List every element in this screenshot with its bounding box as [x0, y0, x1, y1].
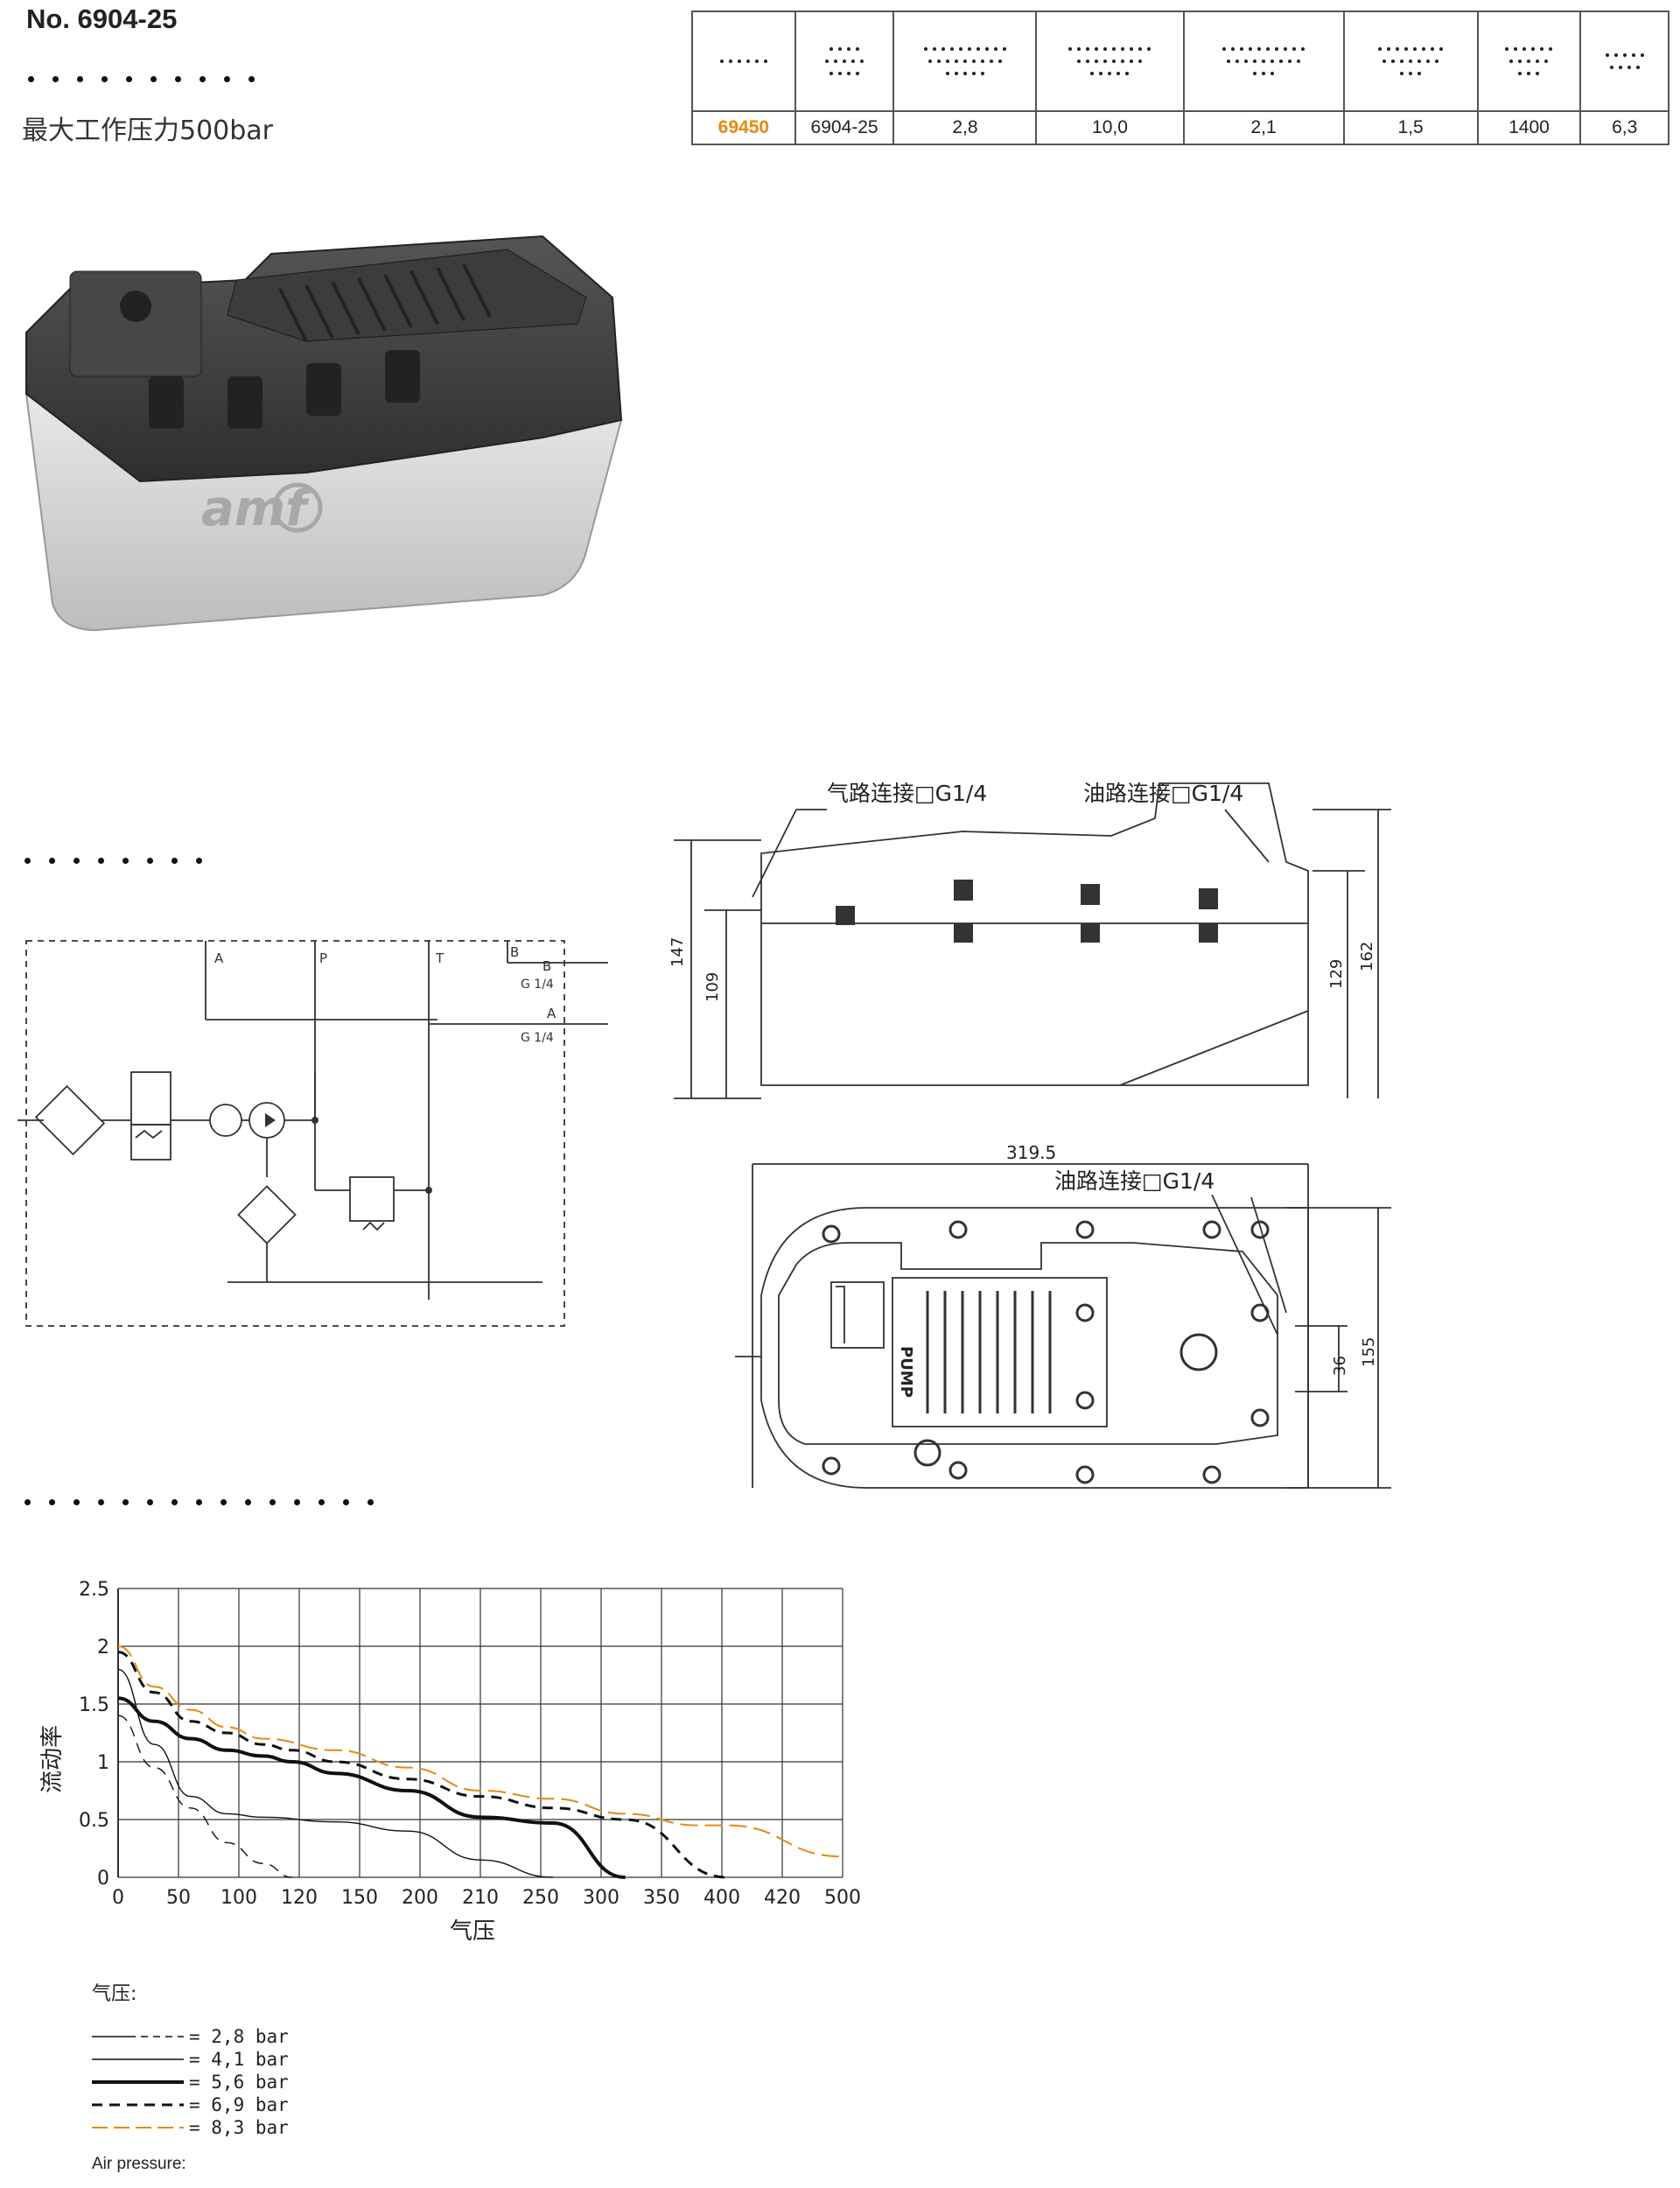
dot-separator — [24, 858, 202, 864]
legend-item: = 8,3 bar — [92, 2116, 289, 2139]
legend-swatch — [92, 2080, 184, 2084]
value-cell: 1400 — [1476, 110, 1582, 145]
x-tick-label: 250 — [522, 1887, 559, 1909]
port-label-a2: A — [547, 1006, 556, 1021]
series-line-4-1-bar — [117, 1668, 553, 1878]
oil-connection-label: 油路连接□G1/4 — [1083, 781, 1243, 806]
header-cell — [794, 11, 895, 112]
y-tick-label: 2 — [97, 1637, 109, 1659]
header-cell — [1342, 11, 1479, 112]
pump-product-image: amf — [24, 235, 623, 632]
article-number-cell: 69450 — [691, 110, 796, 145]
page-subtitle: 最大工作压力500bar — [22, 116, 274, 146]
legend-heading: 气压: — [92, 1983, 137, 2005]
pump-label: PUMP — [897, 1346, 915, 1398]
y-axis-label: 流动率 — [39, 1725, 66, 1793]
port-label-a: A — [214, 950, 224, 966]
dot-separator — [28, 76, 255, 82]
x-tick-label: 210 — [462, 1887, 499, 1909]
value-cell: 6,3 — [1579, 110, 1670, 145]
legend-item: = 4,1 bar — [92, 2048, 289, 2071]
dim-129: 129 — [1327, 959, 1346, 989]
legend-label: = 2,8 bar — [189, 2026, 289, 2047]
port-label-t: T — [435, 950, 444, 966]
dim-109: 109 — [704, 972, 722, 1002]
x-tick-label: 100 — [220, 1887, 257, 1909]
y-tick-label: 2.5 — [79, 1579, 109, 1601]
value-cell: 10,0 — [1035, 110, 1185, 145]
flow-rate-chart: 0 50 100 120 150 200 210 250 300 350 400 420 500 0 0.5… — [39, 1579, 861, 1945]
dot-separator — [24, 1499, 374, 1505]
air-connection-label: 气路连接□G1/4 — [827, 781, 987, 806]
x-tick-label: 500 — [824, 1887, 861, 1909]
chart-ticks: 0 50 100 120 150 200 210 250 300 350 400 420 500 0 0.5… — [79, 1579, 861, 1909]
x-tick-label: 200 — [402, 1887, 438, 1909]
x-tick-label: 420 — [764, 1887, 801, 1909]
spec-table-value-row: 69450 6904-25 2,8 10,0 2,1 1,5 1400 6,3 — [691, 110, 1670, 145]
side-view-drawing: 气路连接□G1/4 油路连接□G1/4 147 109 129 162 — [668, 781, 1391, 1099]
port-label-b: B — [510, 944, 519, 960]
port-label-g1: G 1/4 — [521, 978, 554, 992]
x-axis-label: 气压 — [450, 1918, 495, 1945]
series-line-5-6-bar — [117, 1696, 626, 1879]
legend-label: = 8,3 bar — [189, 2117, 289, 2138]
x-tick-label: 150 — [341, 1887, 378, 1909]
page-title: No. 6904-25 — [26, 4, 178, 34]
legend-swatch — [92, 2036, 184, 2037]
value-cell: 1,5 — [1342, 110, 1479, 145]
amf-logo: amf — [201, 480, 312, 537]
y-tick-label: 0.5 — [79, 1810, 109, 1832]
spec-table-header-row — [691, 11, 1670, 112]
series-line-6-9-bar — [117, 1651, 727, 1879]
width-dim-label: 319.5 — [1006, 1142, 1056, 1163]
x-tick-label: 300 — [583, 1887, 620, 1909]
header-cell — [1476, 11, 1582, 112]
legend-swatch — [92, 2127, 184, 2128]
dim-155: 155 — [1360, 1337, 1378, 1367]
x-tick-label: 0 — [112, 1887, 124, 1909]
legend-footer: Air pressure: — [92, 2155, 186, 2173]
top-view-drawing: 319.5 油路连接□G1/4 36 155 PUMP — [735, 1142, 1391, 1489]
header-cell — [1035, 11, 1185, 112]
legend-swatch — [92, 2058, 184, 2060]
header-cell — [1182, 11, 1345, 112]
top-oil-connection-label: 油路连接□G1/4 — [1054, 1168, 1214, 1194]
legend-item: = 2,8 bar — [92, 2025, 289, 2048]
value-cell: 2,1 — [1182, 110, 1345, 145]
legend-item: = 5,6 bar — [92, 2071, 289, 2093]
port-label-b2: B — [542, 958, 551, 974]
header-cell — [892, 11, 1038, 112]
x-tick-label: 50 — [166, 1887, 191, 1909]
dim-36: 36 — [1331, 1356, 1349, 1376]
y-tick-label: 1.5 — [79, 1694, 109, 1716]
legend-swatch — [92, 2103, 184, 2107]
x-tick-label: 400 — [704, 1887, 740, 1909]
port-label-g2: G 1/4 — [521, 1031, 554, 1045]
legend-label: = 4,1 bar — [189, 2049, 289, 2070]
chart-series — [117, 1645, 844, 1879]
series-line-8-3-bar — [117, 1645, 844, 1858]
chart-legend: 气压: = 2,8 bar = 4,1 bar = 5,6 bar = 6,9 … — [92, 1978, 289, 2174]
hydraulic-schematic: A P T B B G 1/4 A G 1/4 — [18, 940, 608, 1327]
dim-162: 162 — [1358, 942, 1376, 971]
legend-item: = 6,9 bar — [92, 2093, 289, 2116]
legend-label: = 5,6 bar — [189, 2072, 289, 2093]
x-tick-label: 350 — [643, 1887, 680, 1909]
y-tick-label: 1 — [97, 1752, 109, 1774]
header-cell — [1579, 11, 1670, 112]
legend-label: = 6,9 bar — [189, 2094, 289, 2115]
value-cell: 2,8 — [892, 110, 1038, 145]
x-tick-label: 120 — [281, 1887, 318, 1909]
dim-147: 147 — [668, 937, 687, 967]
series-line-2-8-bar — [117, 1715, 292, 1878]
value-cell: 6904-25 — [794, 110, 895, 145]
port-label-p: P — [319, 950, 327, 966]
y-tick-label: 0 — [97, 1868, 109, 1890]
header-cell — [691, 11, 796, 112]
spec-table: 69450 6904-25 2,8 10,0 2,1 1,5 1400 6,3 — [691, 11, 1670, 145]
